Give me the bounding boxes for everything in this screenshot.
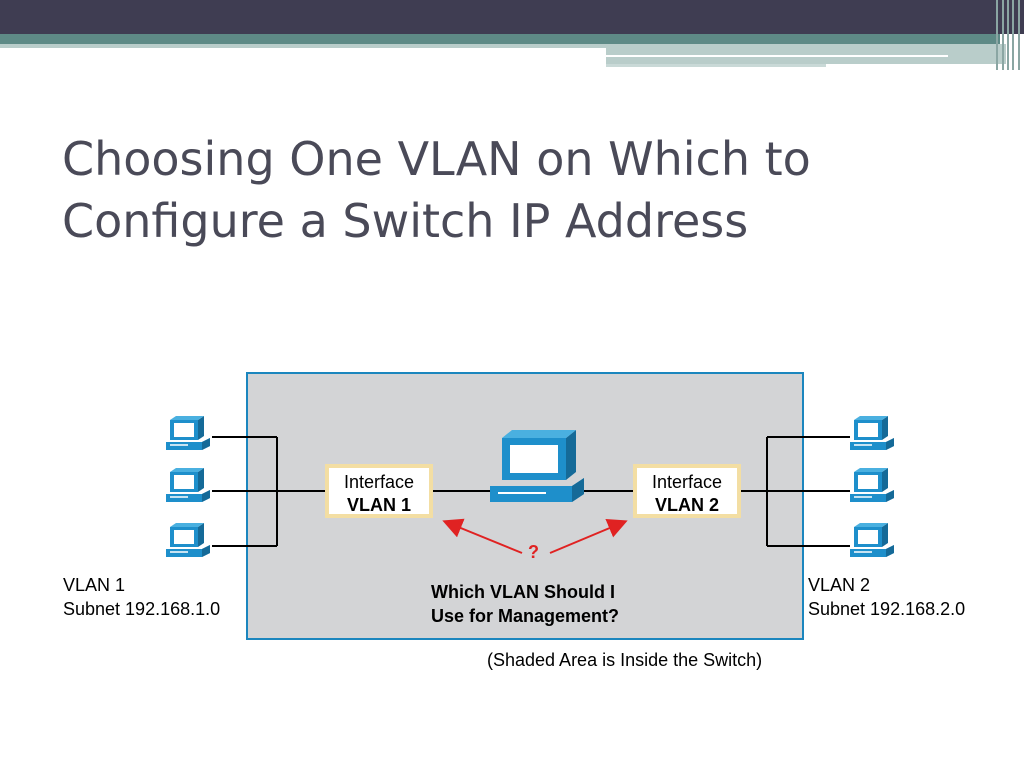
- header-light-stripe: [0, 44, 606, 48]
- right-vlan-name: VLAN 2: [808, 575, 871, 595]
- question-line-2: Use for Management?: [431, 606, 620, 626]
- slide-header-bar: [0, 0, 1024, 34]
- pc-icon: [849, 467, 895, 503]
- pc-icon: [165, 415, 211, 451]
- slide-title-line-2: Configure a Switch IP Address: [62, 194, 749, 248]
- slide-title-line-1: Choosing One VLAN on Which to: [62, 132, 811, 186]
- slide-title: Choosing One VLAN on Which to Configure …: [62, 128, 962, 252]
- interface-vlan1-box: Interface VLAN 1: [325, 464, 433, 518]
- interface-vlan2-line1: Interface: [651, 472, 723, 492]
- interface-vlan1-line2: VLAN 1: [346, 495, 411, 515]
- header-accent-stripe: [0, 34, 1000, 44]
- arrow-to-vlan2: [549, 518, 628, 554]
- pc-icon: [165, 467, 211, 503]
- question-mark: ?: [528, 542, 539, 562]
- interface-vlan2-box: Interface VLAN 2: [633, 464, 741, 518]
- question-line-1: Which VLAN Should I: [431, 582, 615, 602]
- header-tab-line: [606, 55, 948, 57]
- arrow-to-vlan1: [442, 518, 523, 554]
- left-wiring: [212, 436, 325, 547]
- right-vlan-subnet: Subnet 192.168.2.0: [808, 599, 966, 619]
- pc-icon: [849, 522, 895, 558]
- header-vertical-lines: [994, 0, 1024, 70]
- diagram-caption: (Shaded Area is Inside the Switch): [487, 650, 763, 670]
- pc-icon: [165, 522, 211, 558]
- left-vlan-subnet: Subnet 192.168.1.0: [63, 599, 221, 619]
- left-vlan-name: VLAN 1: [63, 575, 126, 595]
- workstation-icon: [490, 430, 584, 502]
- header-tab-underline: [606, 64, 826, 67]
- header-tab-block: [606, 44, 1006, 64]
- interface-vlan1-line1: Interface: [343, 472, 415, 492]
- right-wiring: [741, 436, 850, 547]
- interface-vlan2-line2: VLAN 2: [654, 495, 719, 515]
- pc-icon: [849, 415, 895, 451]
